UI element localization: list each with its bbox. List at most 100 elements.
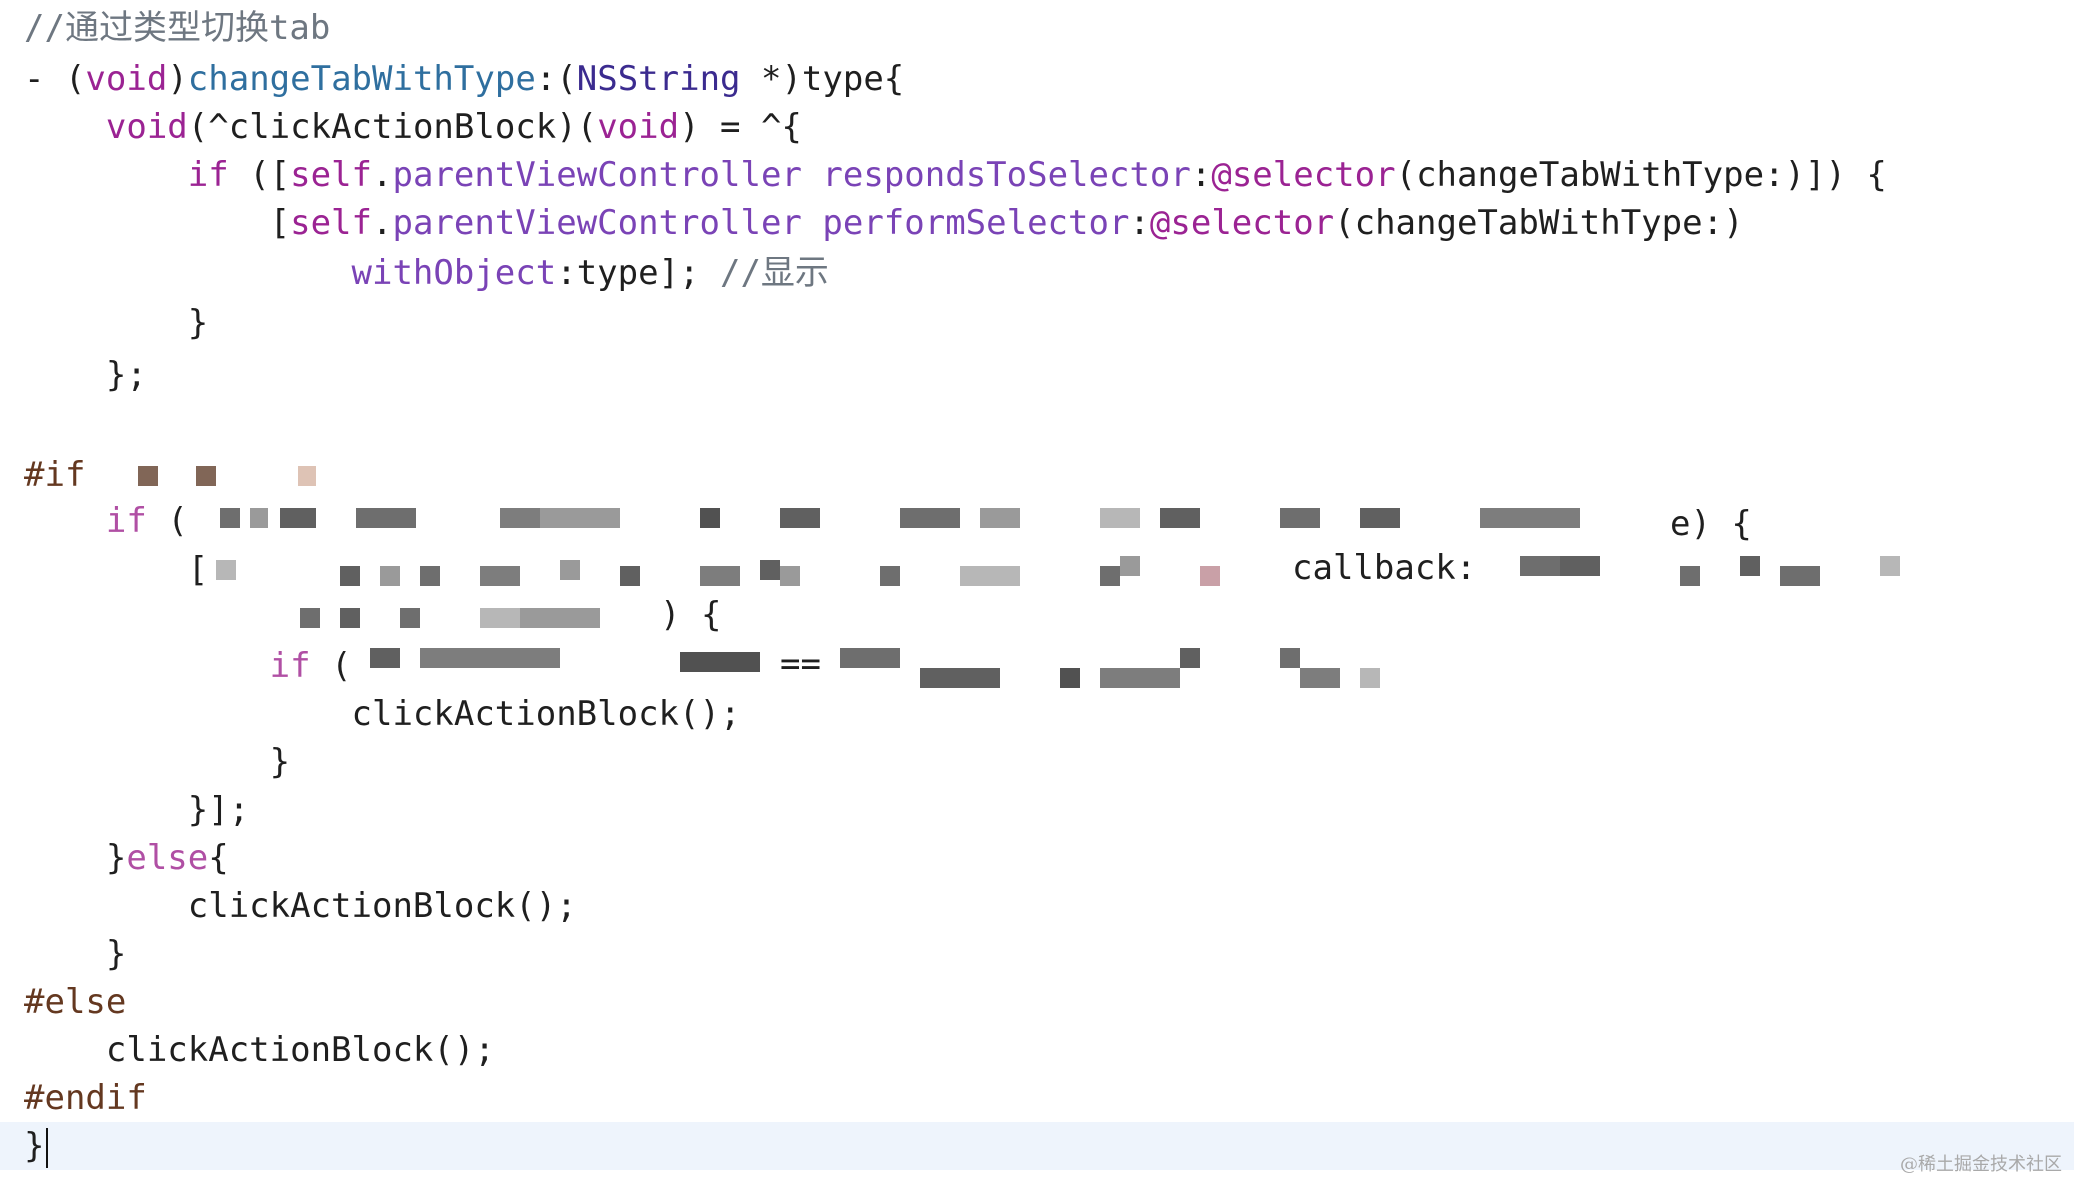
code-line[interactable]: if ([self.parentViewController respondsT…	[0, 151, 2074, 199]
code-token: .	[372, 155, 393, 195]
code-token: (	[146, 501, 188, 541]
mosaic-block	[500, 508, 540, 528]
current-code-line[interactable]: }	[0, 1122, 2074, 1170]
code-token: respondsToSelector	[822, 155, 1191, 195]
code-token: ([	[228, 155, 291, 195]
code-token	[802, 203, 822, 243]
code-token: parentViewController	[392, 155, 802, 195]
mosaic-block	[880, 566, 900, 586]
code-line[interactable]: //通过类型切换tab	[0, 4, 2074, 52]
mosaic-block	[680, 652, 760, 672]
fragment-callback: callback:	[1292, 548, 1477, 588]
mosaic-block	[1100, 508, 1140, 528]
mosaic-block	[340, 608, 360, 628]
mosaic-block	[340, 566, 360, 586]
mosaic-block	[1180, 648, 1200, 668]
code-token: *)type{	[740, 59, 905, 99]
code-token: parentViewController	[392, 203, 802, 243]
code-token: if	[105, 501, 147, 541]
mosaic-block	[980, 508, 1020, 528]
code-token	[24, 253, 352, 293]
code-token: @selector	[1149, 203, 1335, 243]
code-token: if	[187, 155, 229, 195]
mosaic-block	[1120, 556, 1140, 576]
mosaic-block	[540, 508, 620, 528]
mosaic-block	[480, 566, 520, 586]
mosaic-block	[1880, 556, 1900, 576]
code-token	[802, 155, 822, 195]
mosaic-block	[138, 466, 158, 486]
mosaic-block	[1740, 556, 1760, 576]
code-token: clickActionBlock();	[24, 886, 577, 926]
code-line[interactable]: clickActionBlock();	[0, 882, 2074, 930]
mosaic-block	[760, 560, 780, 580]
mosaic-block	[420, 566, 440, 586]
code-token	[24, 501, 106, 541]
mosaic-block	[370, 648, 400, 668]
fragment-paren-brace: e) {	[1670, 504, 1752, 544]
fragment-equals: ==	[780, 644, 821, 684]
code-line[interactable]: #else	[0, 978, 2074, 1026]
code-token	[24, 598, 270, 638]
mosaic-block	[1780, 566, 1820, 586]
code-line[interactable]: [self.parentViewController performSelect…	[0, 199, 2074, 247]
code-line[interactable]: clickActionBlock();	[0, 1026, 2074, 1074]
code-line[interactable]: if (	[0, 642, 2074, 690]
code-token: void	[105, 107, 188, 147]
mosaic-block	[780, 566, 800, 586]
mosaic-block	[1160, 508, 1200, 528]
code-token: (changeTabWithType:)	[1334, 203, 1744, 243]
code-token	[24, 107, 106, 147]
mosaic-block	[780, 508, 820, 528]
code-token: (^clickActionBlock)(	[187, 107, 598, 147]
mosaic-block	[920, 668, 1000, 688]
code-line[interactable]: }	[0, 299, 2074, 347]
mosaic-block	[1480, 508, 1580, 528]
code-token: {	[208, 838, 229, 878]
code-token: @selector	[1211, 155, 1396, 195]
code-line[interactable]: };	[0, 351, 2074, 399]
code-token: clickActionBlock();	[24, 694, 741, 734]
code-line[interactable]: #if	[0, 451, 2074, 499]
mosaic-block	[900, 508, 960, 528]
code-token	[24, 155, 188, 195]
text-cursor	[46, 1127, 49, 1168]
code-token: }	[24, 934, 127, 974]
code-line[interactable]: if (	[0, 497, 2074, 545]
watermark-text: @稀土掘金技术社区	[1900, 1154, 2062, 1175]
code-token: clickActionBlock();	[24, 1030, 495, 1070]
code-line[interactable]: }else{	[0, 834, 2074, 882]
mosaic-block	[220, 508, 240, 528]
code-line[interactable]: withObject:type]; //显示	[0, 249, 2074, 297]
mosaic-block	[1200, 566, 1220, 586]
code-token: :	[1129, 203, 1150, 243]
code-token: else	[126, 838, 209, 878]
mosaic-block	[480, 608, 520, 628]
mosaic-block	[356, 508, 416, 528]
code-token: ) = ^{	[679, 107, 802, 147]
mosaic-block	[1520, 556, 1560, 576]
mosaic-block	[1060, 668, 1080, 688]
code-line[interactable]: }];	[0, 786, 2074, 834]
code-line[interactable]: - (void)changeTabWithType:(NSString *)ty…	[0, 55, 2074, 103]
mosaic-block	[300, 608, 320, 628]
code-line[interactable]: }	[0, 738, 2074, 786]
fragment-closing-brace: ) {	[660, 595, 722, 635]
code-token: }	[24, 303, 209, 343]
code-token: self	[290, 155, 373, 195]
mosaic-block	[700, 508, 720, 528]
mosaic-block	[620, 566, 640, 586]
code-token: (changeTabWithType:)]) {	[1395, 155, 1887, 195]
code-line[interactable]: #endif	[0, 1074, 2074, 1122]
mosaic-block	[216, 560, 236, 580]
code-line[interactable]: clickActionBlock();	[0, 690, 2074, 738]
mosaic-block	[420, 648, 560, 668]
mosaic-block	[1100, 566, 1120, 586]
code-line[interactable]: }	[0, 930, 2074, 978]
code-token: };	[24, 355, 147, 395]
code-token: .	[372, 203, 393, 243]
code-line[interactable]	[0, 403, 2074, 451]
code-line[interactable]: [	[0, 546, 2074, 594]
code-line[interactable]: void(^clickActionBlock)(void) = ^{	[0, 103, 2074, 151]
